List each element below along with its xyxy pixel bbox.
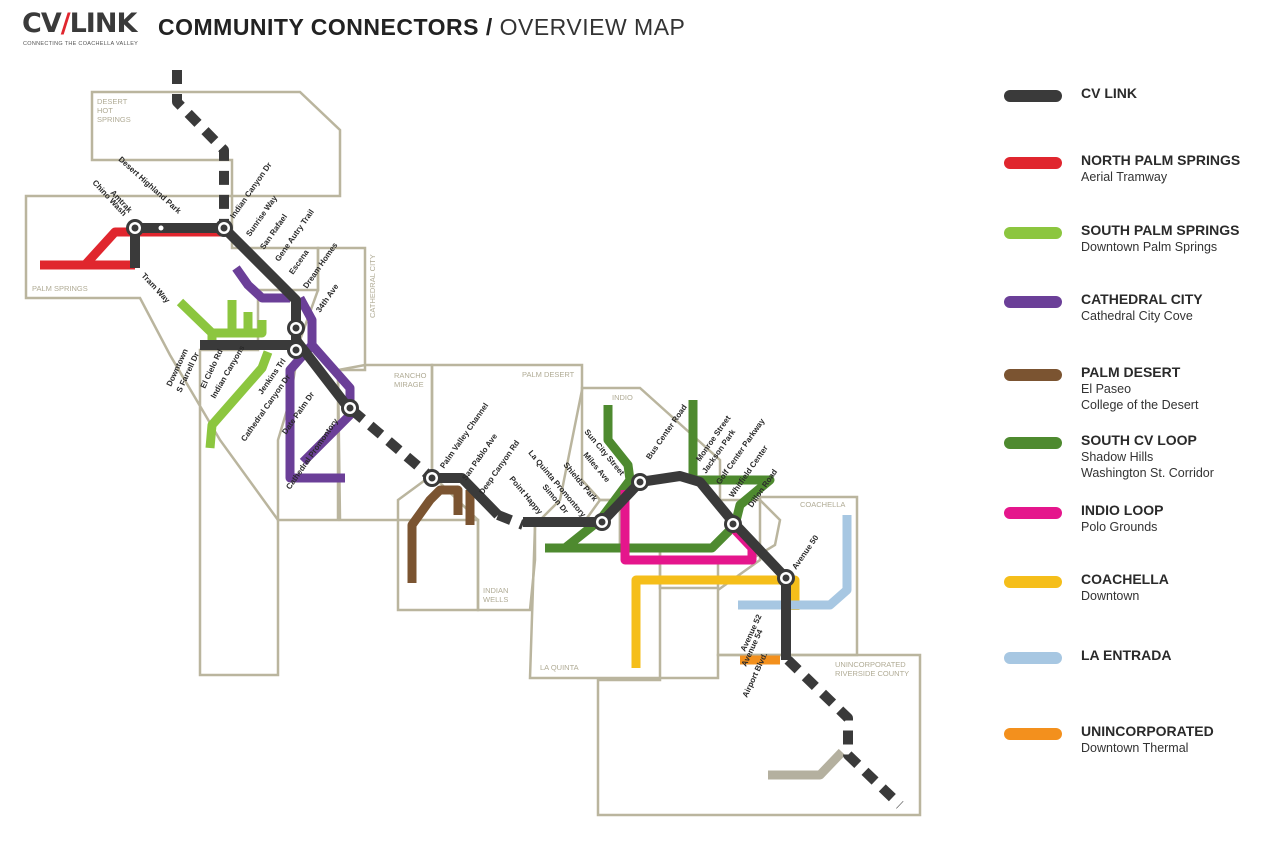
- connector-routes: [40, 227, 852, 780]
- station-marker[interactable]: [423, 469, 441, 487]
- legend-subtitle: Downtown: [1081, 589, 1140, 603]
- region-label-coachella: COACHELLA: [800, 500, 845, 509]
- unincorporated-boundary: [596, 653, 922, 817]
- coachella-route: [631, 575, 800, 668]
- south-palm-springs-route-a: [176, 298, 267, 338]
- stop-label: Avenue 50: [790, 533, 820, 571]
- legend-subtitle: Downtown Palm Springs: [1081, 240, 1218, 254]
- legend-subtitle: El Paseo: [1081, 382, 1132, 396]
- cv-link-logo[interactable]: CV/LINK CONNECTING THE COACHELLA VALLEY: [22, 8, 139, 48]
- legend-subtitle: Downtown Thermal: [1081, 741, 1189, 755]
- legend-subtitle: Cathedral City Cove: [1081, 309, 1193, 323]
- legend-name: COACHELLA: [1081, 571, 1169, 587]
- station-marker[interactable]: [287, 341, 305, 359]
- header: CV/LINK CONNECTING THE COACHELLA VALLEY …: [22, 8, 782, 50]
- legend-name: SOUTH CV LOOP: [1081, 432, 1197, 448]
- station-marker[interactable]: [341, 399, 359, 417]
- region-label-indio: INDIO: [612, 393, 633, 402]
- region-label-la-quinta: LA QUINTA: [540, 663, 579, 672]
- logo-wordmark: CV/LINK: [22, 8, 138, 39]
- south-palm-springs-spurs: [207, 300, 253, 345]
- palm-desert-route: [407, 485, 475, 583]
- legend-swatch: [1004, 437, 1062, 449]
- legend-swatch: [1004, 576, 1062, 588]
- legend-name: LA ENTRADA: [1081, 647, 1172, 663]
- cv-link-palm-valley-segment: [432, 473, 502, 519]
- cathedral-city-boundary: [276, 246, 367, 522]
- region-label-palm-desert: PALM DESERT: [522, 370, 575, 379]
- title-sub: OVERVIEW MAP: [492, 14, 686, 40]
- legend-name: UNINCORPORATED: [1081, 723, 1214, 739]
- legend-swatch: [1004, 90, 1062, 102]
- logo-tagline: CONNECTING THE COACHELLA VALLEY: [23, 41, 139, 47]
- station-dot: [158, 225, 164, 231]
- page-title: COMMUNITY CONNECTORS / OVERVIEW MAP: [158, 14, 685, 41]
- legend-subtitle: College of the Desert: [1081, 398, 1199, 412]
- cv-link-north-dashed: [172, 70, 229, 228]
- legend-swatch: [1004, 369, 1062, 381]
- cathedral-city-route-a: [232, 265, 290, 303]
- legend-name: NORTH PALM SPRINGS: [1081, 152, 1241, 168]
- station-marker[interactable]: [126, 219, 144, 237]
- region-label-palm-springs: PALM SPRINGS: [32, 284, 88, 293]
- legend-swatch: [1004, 728, 1062, 740]
- palm-springs-boundary: [24, 194, 320, 677]
- logo-suffix: LINK: [69, 8, 138, 39]
- title-main: COMMUNITY CONNECTORS /: [158, 14, 493, 40]
- legend-name: PALM DESERT: [1081, 364, 1181, 380]
- south-palm-springs-route-b: [205, 350, 273, 449]
- legend-name: CV LINK: [1081, 85, 1137, 101]
- gray-spur-route: [768, 748, 846, 780]
- station-marker[interactable]: [631, 473, 649, 491]
- logo-slash: /: [60, 8, 71, 39]
- legend-subtitle: Aerial Tramway: [1081, 170, 1168, 184]
- legend-name: INDIO LOOP: [1081, 502, 1164, 518]
- cv-link-mid-dashed: [348, 406, 436, 482]
- stop-label: Escena: [287, 248, 311, 277]
- region-label-cathedral-city: CATHEDRAL CITY: [368, 254, 377, 318]
- station-marker[interactable]: [287, 319, 305, 337]
- legend-name: SOUTH PALM SPRINGS: [1081, 222, 1240, 238]
- logo-prefix: CV: [22, 8, 62, 39]
- cv-link-palmdesert-dashed: [496, 510, 525, 530]
- legend-subtitle: Washington St. Corridor: [1081, 466, 1214, 480]
- stop-label: Tram Way: [140, 271, 173, 305]
- cathedral-city-route-b: [285, 295, 345, 483]
- station-marker[interactable]: [593, 513, 611, 531]
- legend-subtitle: Polo Grounds: [1081, 520, 1158, 534]
- legend-swatch: [1004, 157, 1062, 169]
- legend-swatch: [1004, 507, 1062, 519]
- station-marker[interactable]: [724, 515, 742, 533]
- legend-swatch: [1004, 652, 1062, 664]
- stations: [126, 219, 795, 587]
- legend-subtitle: Shadow Hills: [1081, 450, 1154, 464]
- station-marker[interactable]: [215, 219, 233, 237]
- stop-label: Point Happy: [507, 475, 544, 517]
- station-marker[interactable]: [777, 569, 795, 587]
- desert-hot-springs-boundary: [90, 90, 342, 198]
- cv-link-east-segment: [523, 471, 791, 660]
- legend-swatch: [1004, 296, 1062, 308]
- cv-link-south-dashed: [784, 656, 904, 809]
- legend-swatch: [1004, 227, 1062, 239]
- legend-name: CATHEDRAL CITY: [1081, 291, 1203, 307]
